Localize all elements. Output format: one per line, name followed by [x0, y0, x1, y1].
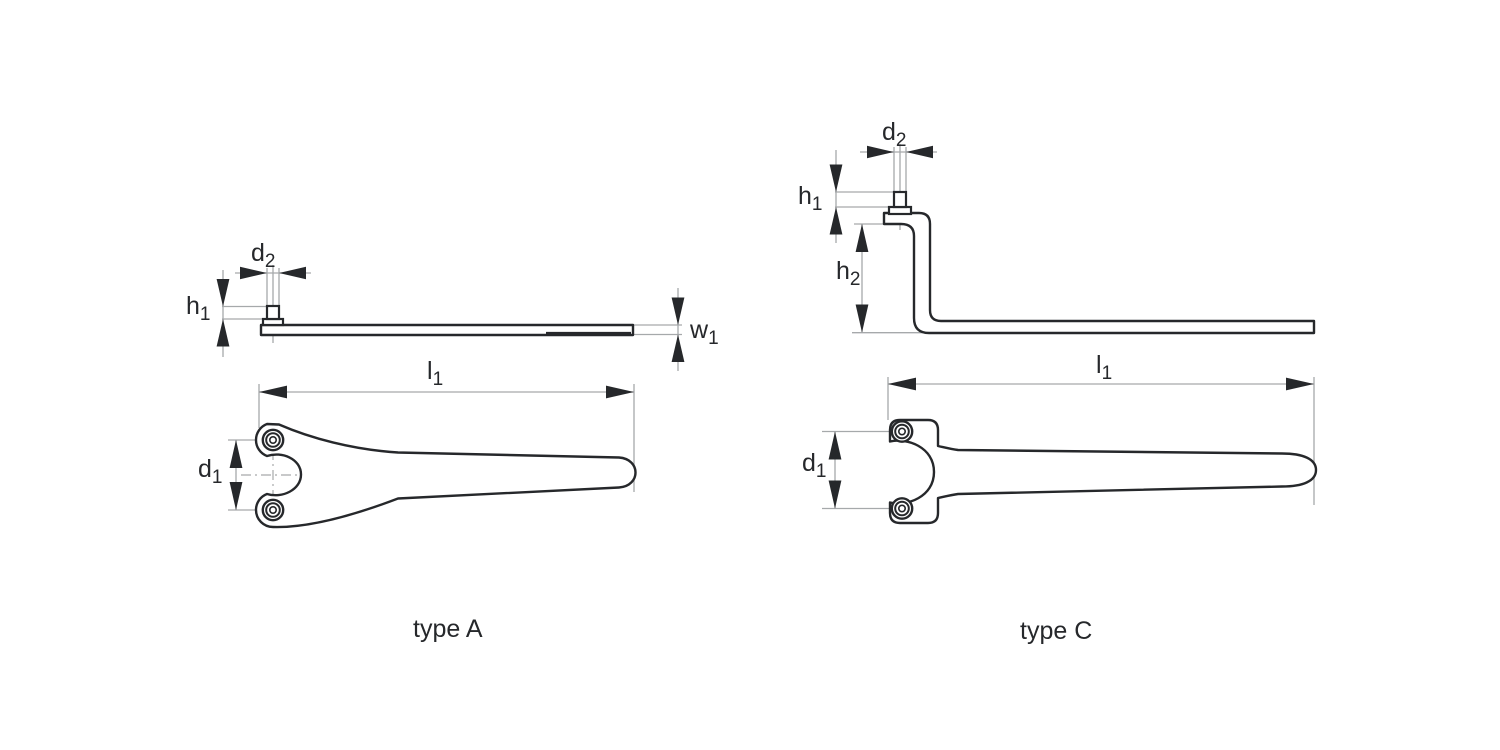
type-a-top-view	[254, 422, 637, 529]
type-c-top-view	[888, 418, 1318, 525]
type-a-side-view	[259, 304, 635, 337]
type-a-label-d2: d2	[251, 239, 276, 272]
type-a-caption: type A	[413, 615, 483, 643]
type-c-caption: type C	[1020, 617, 1093, 645]
type-c-label-d1: d1	[802, 449, 827, 482]
type-a-bottom-pin	[261, 498, 285, 522]
type-c-side-view	[882, 190, 1316, 335]
type-a-label-l1: l1	[427, 357, 444, 390]
type-a-label-h1: h1	[186, 292, 211, 325]
type-a-top-pin	[261, 428, 285, 452]
type-c-label-l1: l1	[1096, 351, 1113, 384]
type-c-label-h2: h2	[836, 257, 861, 290]
type-c-drawing	[822, 144, 1318, 525]
type-c-dimension-arrows	[828, 145, 1314, 509]
type-a-dimension-arrows	[216, 266, 685, 510]
type-a-label-w1: w1	[690, 316, 719, 349]
type-a-label-d1: d1	[198, 455, 223, 488]
type-c-offset-bar	[882, 211, 1316, 335]
type-c-bottom-pin	[890, 497, 914, 520]
type-a-wrench-body	[254, 422, 637, 529]
type-c-label-h1: h1	[798, 182, 823, 215]
type-c-top-pin	[890, 420, 914, 443]
type-c-label-d2: d2	[882, 118, 907, 151]
type-a-pin-side	[265, 304, 281, 321]
type-c-pin-side	[892, 190, 908, 209]
type-a-drawing	[216, 265, 685, 529]
type-c-wrench-body	[888, 418, 1318, 525]
type-a-flat-bar	[259, 323, 635, 337]
